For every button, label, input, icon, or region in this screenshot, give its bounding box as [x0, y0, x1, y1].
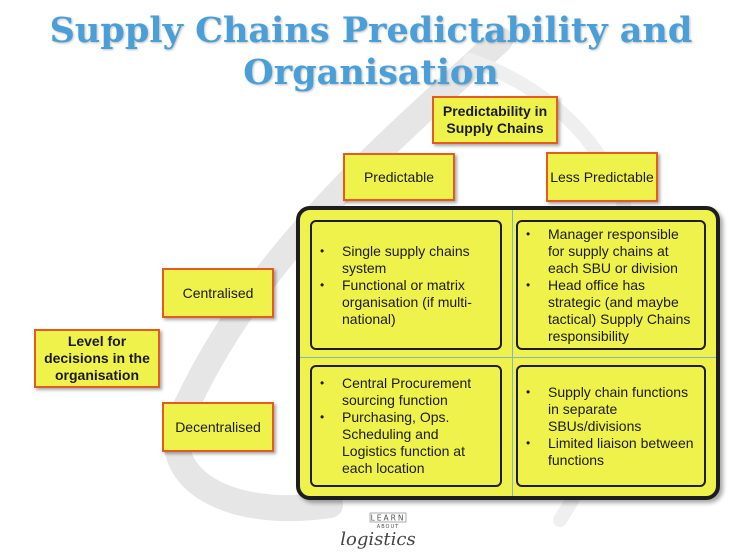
list-item: Limited liaison between functions	[526, 435, 698, 469]
learn-about-logistics-logo: LEARN ABOUT logistics	[340, 512, 416, 550]
svg-text:LEARN: LEARN	[371, 514, 406, 523]
list-item: Supply chain functions in separate SBUs/…	[526, 384, 698, 435]
svg-text:ABOUT: ABOUT	[377, 524, 399, 530]
list-item: Central Procurement sourcing function	[320, 375, 494, 409]
svg-text:logistics: logistics	[340, 529, 415, 550]
list-item: Functional or matrix organisation (if mu…	[320, 277, 494, 328]
matrix-horizontal-divider	[300, 357, 716, 358]
matrix-vertical-divider	[512, 210, 513, 496]
page-title: Supply Chains Predictability and Organis…	[49, 10, 693, 93]
cell-centralised-less-predictable: Manager responsible for supply chains at…	[516, 220, 706, 350]
decision-matrix: Single supply chains system Functional o…	[296, 206, 720, 500]
level-for-decisions-box: Level for decisions in the organisation	[34, 329, 160, 388]
list-item: Manager responsible for supply chains at…	[526, 226, 698, 277]
list-item: Purchasing, Ops. Scheduling and Logistic…	[320, 409, 494, 477]
cell-centralised-predictable: Single supply chains system Functional o…	[310, 220, 502, 350]
list-item: Single supply chains system	[320, 243, 494, 277]
cell-decentralised-predictable: Central Procurement sourcing function Pu…	[310, 365, 502, 487]
column-header-predictable: Predictable	[343, 153, 455, 201]
list-item: Head office has strategic (and maybe tac…	[526, 277, 698, 345]
predictability-header-box: Predictability in Supply Chains	[432, 96, 558, 144]
row-header-centralised: Centralised	[162, 268, 274, 318]
row-header-decentralised: Decentralised	[162, 402, 274, 452]
cell-decentralised-less-predictable: Supply chain functions in separate SBUs/…	[516, 365, 706, 487]
column-header-less-predictable: Less Predictable	[546, 152, 658, 202]
